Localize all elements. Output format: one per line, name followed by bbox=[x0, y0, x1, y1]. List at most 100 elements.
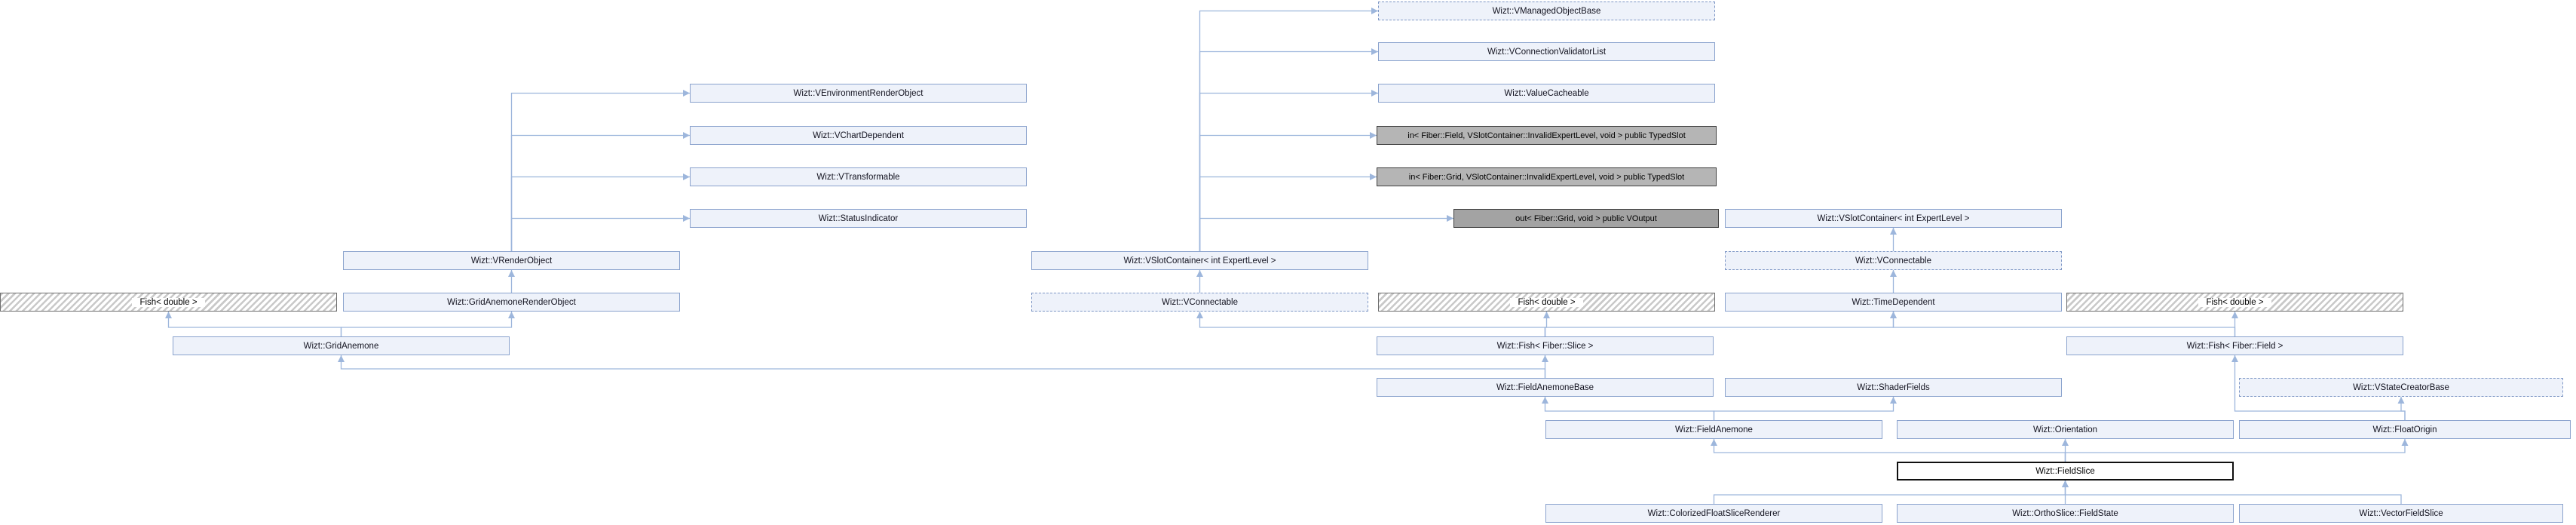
class-node-fish-double-l[interactable]: Fish< double > bbox=[0, 293, 337, 312]
class-node-fish-double-r[interactable]: Fish< double > bbox=[2066, 293, 2403, 312]
arrowhead-icon bbox=[683, 215, 690, 222]
class-node-label: Wizt::GridAnemone bbox=[303, 341, 379, 351]
edge-vrenderobject-statusindicator bbox=[510, 217, 690, 251]
arrowhead-icon bbox=[1542, 355, 1548, 362]
class-node-floatorigin[interactable]: Wizt::FloatOrigin bbox=[2239, 420, 2571, 439]
class-node-label: Wizt::VSlotContainer< int ExpertLevel > bbox=[1817, 213, 1970, 223]
edge-vrenderobject-vchartdependent bbox=[510, 134, 690, 251]
class-node-label: Fish< double > bbox=[132, 297, 205, 307]
class-node-label: Wizt::Fish< Fiber::Field > bbox=[2186, 341, 2283, 351]
edge-vslotcontainer-c-typedslot-grid bbox=[1199, 176, 1377, 251]
arrowhead-icon bbox=[683, 132, 690, 139]
class-node-fieldslice[interactable]: Wizt::FieldSlice bbox=[1897, 462, 2234, 480]
edge-fieldanemone-fieldanemonebase bbox=[1544, 397, 1715, 420]
class-node-gridanemone[interactable]: Wizt::GridAnemone bbox=[173, 336, 510, 355]
class-node-fish-slice[interactable]: Wizt::Fish< Fiber::Slice > bbox=[1377, 336, 1714, 355]
edge-vslotcontainer-c-valuecacheable bbox=[1199, 92, 1378, 251]
edge-vslotcontainer-c-vmanagedobjectbase bbox=[1199, 10, 1378, 251]
class-node-vconnectable-r[interactable]: Wizt::VConnectable bbox=[1725, 251, 2062, 270]
arrowhead-icon bbox=[1196, 270, 1203, 277]
edge-vslotcontainer-c-vconnectionvalidatorlist bbox=[1199, 51, 1378, 251]
class-node-vconnectionvalidatorlist[interactable]: Wizt::VConnectionValidatorList bbox=[1378, 42, 1715, 61]
class-node-label: Fish< double > bbox=[1510, 297, 1583, 307]
arrowhead-icon bbox=[2397, 397, 2405, 404]
class-node-vconnectable-c[interactable]: Wizt::VConnectable bbox=[1031, 293, 1368, 312]
arrowhead-icon bbox=[1890, 397, 1897, 404]
edge-vectorfieldslice-fieldslice bbox=[2064, 480, 2402, 504]
class-node-fieldanemonebase[interactable]: Wizt::FieldAnemoneBase bbox=[1377, 378, 1714, 397]
edge-fieldslice-fieldanemone bbox=[1713, 439, 2066, 462]
arrowhead-icon bbox=[1447, 215, 1453, 222]
arrowhead-icon bbox=[1890, 312, 1897, 318]
class-node-colorizedfloatslicerenderer[interactable]: Wizt::ColorizedFloatSliceRenderer bbox=[1545, 504, 1882, 523]
class-node-label: Wizt::GridAnemoneRenderObject bbox=[447, 297, 576, 307]
arrowhead-icon bbox=[165, 312, 172, 318]
class-node-voutput[interactable]: out< Fiber::Grid, void > public VOutput bbox=[1453, 209, 1719, 228]
arrowhead-icon bbox=[2401, 439, 2409, 446]
class-node-fish-field[interactable]: Wizt::Fish< Fiber::Field > bbox=[2066, 336, 2403, 355]
class-node-label: Wizt::VConnectable bbox=[1855, 256, 1931, 266]
edge-vslotcontainer-c-typedslot-field bbox=[1199, 134, 1377, 251]
class-node-gridanemonerenderobject[interactable]: Wizt::GridAnemoneRenderObject bbox=[343, 293, 680, 312]
class-node-orientation[interactable]: Wizt::Orientation bbox=[1897, 420, 2234, 439]
class-node-vchartdependent[interactable]: Wizt::VChartDependent bbox=[690, 126, 1027, 145]
arrowhead-icon bbox=[1890, 270, 1897, 277]
arrowhead-icon bbox=[508, 270, 515, 277]
class-node-vstatecreatorbase[interactable]: Wizt::VStateCreatorBase bbox=[2239, 378, 2563, 397]
class-node-label: Wizt::VChartDependent bbox=[813, 130, 904, 140]
class-node-fish-double-c[interactable]: Fish< double > bbox=[1378, 293, 1715, 312]
class-node-vectorfieldslice[interactable]: Wizt::VectorFieldSlice bbox=[2239, 504, 2563, 523]
class-node-label: Wizt::VRenderObject bbox=[470, 256, 553, 266]
edge-floatorigin-vstatecreatorbase bbox=[2400, 397, 2406, 420]
arrowhead-icon bbox=[338, 355, 345, 362]
class-node-orthoslice-fieldstate[interactable]: Wizt::OrthoSlice::FieldState bbox=[1897, 504, 2234, 523]
arrowhead-icon bbox=[2231, 312, 2238, 318]
edge-fieldanemone-shaderfields bbox=[1713, 397, 1894, 420]
edge-fish-slice-vconnectable-c bbox=[1199, 312, 1546, 336]
edge-fish-field-timedependent bbox=[1892, 312, 2236, 336]
class-node-statusindicator[interactable]: Wizt::StatusIndicator bbox=[690, 209, 1027, 228]
class-node-label: Wizt::FieldAnemoneBase bbox=[1496, 382, 1594, 392]
class-node-label: Fish< double > bbox=[2198, 297, 2271, 307]
arrowhead-icon bbox=[683, 90, 690, 97]
class-node-vslotcontainer-r[interactable]: Wizt::VSlotContainer< int ExpertLevel > bbox=[1725, 209, 2062, 228]
class-node-label: Wizt::VectorFieldSlice bbox=[2359, 508, 2443, 518]
class-node-label: Wizt::VStateCreatorBase bbox=[2353, 382, 2449, 392]
edge-colorizedfloatslicerenderer-fieldslice bbox=[1713, 480, 2066, 504]
class-node-vtransformable[interactable]: Wizt::VTransformable bbox=[690, 167, 1027, 186]
class-node-label: Wizt::OrthoSlice::FieldState bbox=[2012, 508, 2118, 518]
arrowhead-icon bbox=[1890, 228, 1897, 235]
arrowhead-icon bbox=[1371, 90, 1378, 97]
class-node-shaderfields[interactable]: Wizt::ShaderFields bbox=[1725, 378, 2062, 397]
class-node-typedslot-field[interactable]: in< Fiber::Field, VSlotContainer::Invali… bbox=[1377, 126, 1717, 145]
class-node-vslotcontainer-c[interactable]: Wizt::VSlotContainer< int ExpertLevel > bbox=[1031, 251, 1368, 270]
edge-vrenderobject-venvironmentrenderobject bbox=[510, 92, 690, 251]
class-node-label: Wizt::ValueCacheable bbox=[1504, 88, 1589, 98]
class-node-label: out< Fiber::Grid, void > public VOutput bbox=[1515, 213, 1657, 223]
class-node-label: Wizt::ShaderFields bbox=[1857, 382, 1930, 392]
class-node-timedependent[interactable]: Wizt::TimeDependent bbox=[1725, 293, 2062, 312]
arrowhead-icon bbox=[1542, 397, 1548, 404]
arrowhead-icon bbox=[1371, 48, 1378, 55]
class-node-fieldanemone[interactable]: Wizt::FieldAnemone bbox=[1545, 420, 1882, 439]
arrowhead-icon bbox=[1371, 8, 1378, 14]
arrowhead-icon bbox=[683, 173, 690, 180]
class-node-valuecacheable[interactable]: Wizt::ValueCacheable bbox=[1378, 84, 1715, 103]
class-node-label: Wizt::VConnectable bbox=[1162, 297, 1238, 307]
class-node-vrenderobject[interactable]: Wizt::VRenderObject bbox=[343, 251, 680, 270]
class-node-label: in< Fiber::Field, VSlotContainer::Invali… bbox=[1407, 130, 1686, 140]
class-node-label: Wizt::VTransformable bbox=[816, 172, 900, 182]
class-node-typedslot-grid[interactable]: in< Fiber::Grid, VSlotContainer::Invalid… bbox=[1377, 167, 1717, 186]
edge-gridanemone-fish-double-l bbox=[167, 312, 342, 336]
class-node-label: Wizt::FloatOrigin bbox=[2372, 425, 2437, 434]
class-node-label: Wizt::TimeDependent bbox=[1852, 297, 1935, 307]
class-node-vmanagedobjectbase[interactable]: Wizt::VManagedObjectBase bbox=[1378, 2, 1715, 20]
class-node-label: Wizt::FieldAnemone bbox=[1675, 425, 1753, 434]
arrowhead-icon bbox=[1370, 173, 1377, 180]
arrowhead-icon bbox=[1370, 132, 1377, 139]
class-node-label: Wizt::FieldSlice bbox=[2035, 466, 2095, 476]
edge-gridanemone-gridanemonerenderobject bbox=[340, 312, 513, 336]
class-node-venvironmentrenderobject[interactable]: Wizt::VEnvironmentRenderObject bbox=[690, 84, 1027, 103]
arrowhead-icon bbox=[1711, 439, 1717, 446]
